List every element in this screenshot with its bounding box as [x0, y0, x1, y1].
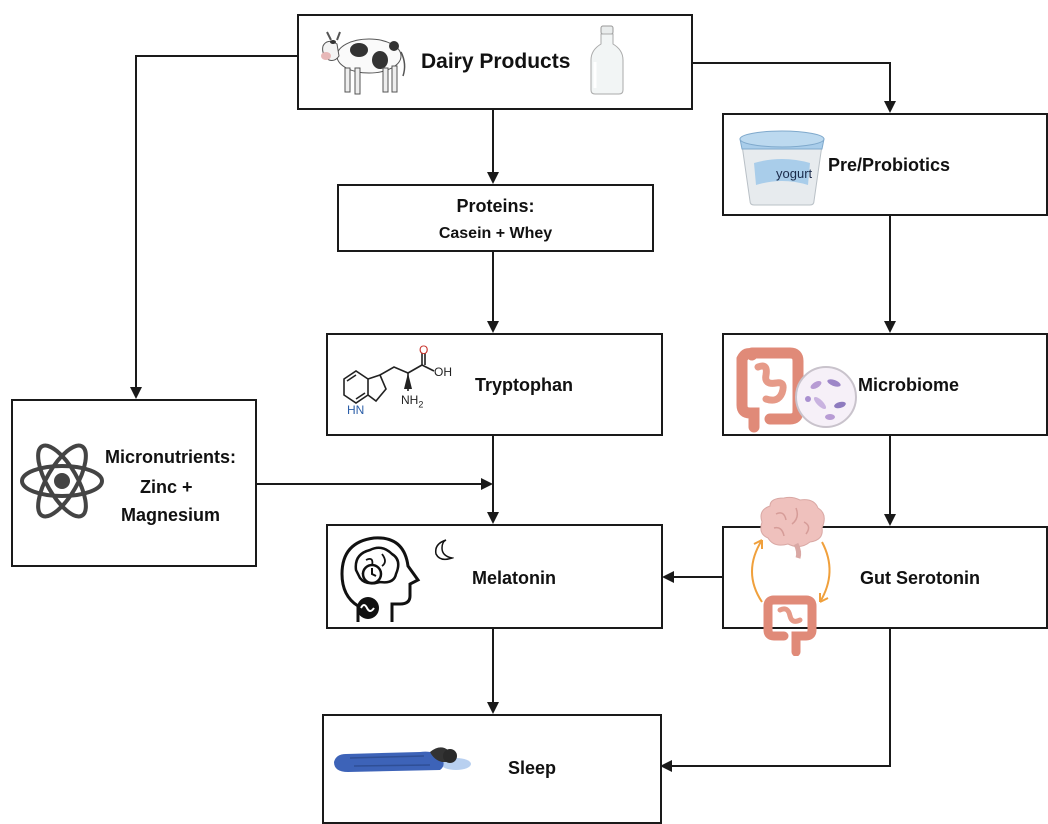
tryptophan-label: Tryptophan: [475, 375, 573, 395]
milk-bottle-icon: [590, 25, 624, 95]
dairy-products-label: Dairy Products: [421, 50, 571, 73]
micronutrients-line-magnesium: Magnesium: [121, 505, 221, 525]
sleep-label: Sleep: [508, 758, 557, 778]
molecule-o-label: O: [419, 343, 429, 357]
node-sleep: Sleep: [322, 714, 662, 824]
moon-icon: [434, 539, 454, 561]
molecule-nh2-subscript: 2: [418, 399, 424, 410]
node-dairy-products: Dairy Products: [297, 14, 693, 110]
intestine-bacteria-icon: [736, 347, 857, 433]
node-micronutrients: Micronutrients: Zinc + Magnesium: [11, 399, 257, 567]
proteins-title: Proteins:: [456, 196, 535, 216]
molecule-hn-label: HN: [347, 403, 365, 417]
micronutrients-line-zinc: Zinc +: [140, 477, 193, 497]
node-microbiome: Microbiome: [722, 333, 1048, 436]
cow-icon: [321, 31, 406, 95]
edge-dairy-probiotics: [693, 62, 896, 113]
edge-dairy-micronutrients: [130, 55, 297, 399]
head-brain-clock-icon: [340, 536, 421, 622]
node-tryptophan: OH O NH2 HN Tryptophan: [326, 333, 663, 436]
yogurt-cup-icon: [739, 130, 825, 206]
pre-probiotics-label: Pre/Probiotics: [828, 155, 951, 175]
gut-serotonin-label: Gut Serotonin: [860, 568, 980, 588]
micronutrients-title: Micronutrients:: [105, 447, 237, 467]
node-proteins: Proteins: Casein + Whey: [337, 184, 654, 252]
node-melatonin: Melatonin: [326, 524, 663, 629]
proteins-subtitle: Casein + Whey: [438, 225, 553, 242]
yogurt-cup-text: yogurt: [776, 166, 813, 181]
tryptophan-molecule-icon: [343, 353, 435, 404]
melatonin-label: Melatonin: [472, 568, 556, 588]
microbiome-label: Microbiome: [858, 375, 960, 395]
molecule-nh2-label: NH2: [401, 393, 423, 409]
edge-serotonin-sleep: [660, 629, 891, 772]
sleeping-person-icon: [334, 747, 471, 772]
node-pre-probiotics: yogurt Pre/Probiotics: [722, 113, 1048, 216]
atom-icon: [20, 443, 104, 519]
molecule-oh-label: OH: [434, 365, 452, 379]
molecule-nh-text: NH: [401, 393, 419, 407]
brain-gut-cycle-icon: [751, 496, 831, 656]
